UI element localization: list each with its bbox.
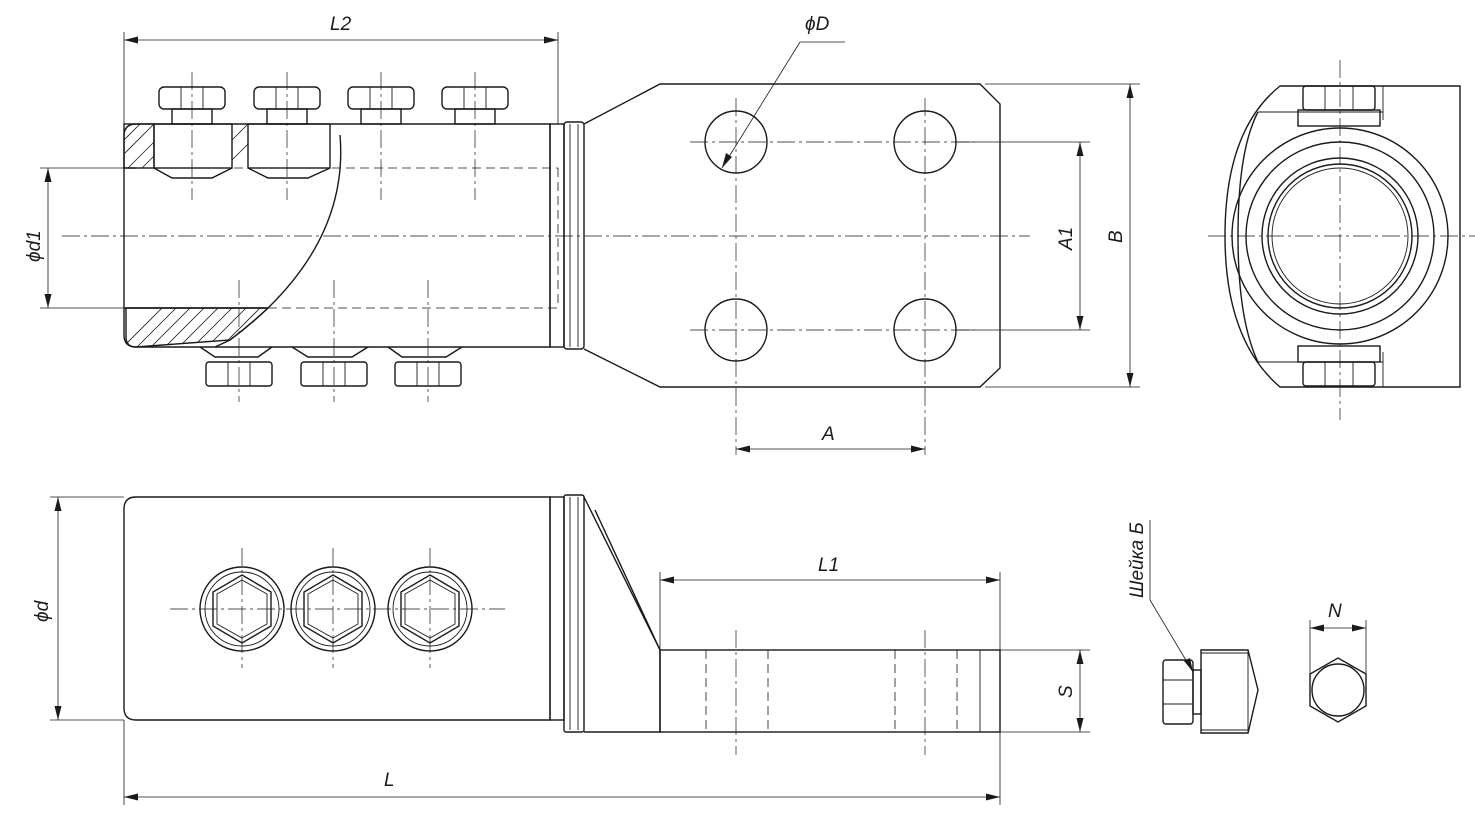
- dimensions-top-view: L2 ϕD ϕd1 A1 B A: [24, 14, 1140, 453]
- bolt-detail: Шейка Б: [1127, 520, 1259, 734]
- label-L: L: [384, 770, 395, 791]
- label-neck: Шейка Б: [1127, 522, 1148, 598]
- label-L2: L2: [330, 14, 352, 35]
- label-S: S: [1056, 685, 1077, 698]
- palm-outline: [583, 83, 1001, 388]
- label-N: N: [1328, 601, 1342, 622]
- dimensions-side-view: ϕd L1 S L: [32, 496, 1090, 805]
- end-view: [1208, 60, 1475, 420]
- label-phid: ϕd: [32, 599, 53, 622]
- label-L1: L1: [818, 555, 839, 576]
- side-view-barrel: [123, 496, 551, 721]
- palm-side: [659, 649, 1001, 733]
- barrel-outline: [123, 123, 551, 348]
- label-phiD: ϕD: [805, 14, 830, 35]
- label-B: B: [1106, 230, 1127, 243]
- top-view: [62, 72, 1030, 455]
- hex-head-view: N: [1309, 601, 1367, 723]
- bolt-top-2: [247, 86, 331, 179]
- label-A: A: [821, 424, 835, 445]
- bolt-bottom-2: [291, 346, 369, 387]
- section-hatch: [126, 308, 268, 347]
- label-A1: A1: [1056, 227, 1077, 251]
- bolt-top-1: [153, 86, 233, 179]
- end-view-outline: [1224, 85, 1461, 388]
- side-view: [123, 494, 1001, 755]
- bolt-bottom-3: [387, 346, 463, 387]
- bolt-bottom-1: [199, 346, 273, 387]
- label-phid1: ϕd1: [24, 230, 45, 262]
